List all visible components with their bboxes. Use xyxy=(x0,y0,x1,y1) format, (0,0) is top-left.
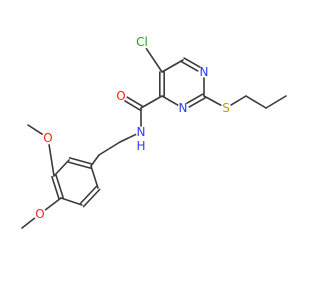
bond-n3-c4 xyxy=(161,95,179,106)
bond-p2-p3 xyxy=(265,95,287,109)
bond-cc-o-2 xyxy=(126,96,143,107)
bond-o2-m2 xyxy=(21,217,36,229)
bond-b3-b4-2 xyxy=(51,175,60,200)
bond-ch2-b1 xyxy=(90,154,100,167)
sulfur-atom-label: S xyxy=(222,101,230,115)
bond-cc-o-1 xyxy=(124,100,141,111)
bond-b2-b3 xyxy=(53,159,70,177)
bond-group xyxy=(21,47,287,229)
amide-hydrogen-label: H xyxy=(136,139,145,153)
methoxy-oxygen-2-label: O xyxy=(35,207,44,221)
bond-b4-b5 xyxy=(60,197,83,206)
bond-b4-o2 xyxy=(44,197,62,211)
bond-c4-cc xyxy=(140,95,163,109)
pyrimidine-n1-label: N xyxy=(200,65,209,79)
bond-o1-m1 xyxy=(27,124,43,135)
bond-b5-b6-2 xyxy=(82,188,101,208)
bond-b1-b2-2 xyxy=(68,157,93,165)
bond-c6-n1-2 xyxy=(181,61,199,72)
bond-p1-p2 xyxy=(245,95,267,109)
bond-s-p1 xyxy=(230,95,247,106)
bond-c5-cl xyxy=(145,47,163,73)
bond-nh-ch1 xyxy=(119,133,137,143)
bond-c5-c6 xyxy=(161,59,184,73)
chlorine-atom-label: Cl xyxy=(136,35,148,49)
atom-label-group: Cl N N S O N H O O xyxy=(35,35,230,221)
bond-ch1-ch2 xyxy=(98,141,121,156)
carbonyl-oxygen-label: O xyxy=(116,89,125,103)
bond-b5-b6-1 xyxy=(79,185,98,205)
bond-b1-b2-1 xyxy=(67,161,92,169)
bond-c2-n3-1 xyxy=(188,97,206,108)
molecule-structure: Cl N N S O N H O O xyxy=(21,35,287,229)
bond-c6-n1-1 xyxy=(183,57,201,68)
bond-c2-s xyxy=(203,95,222,106)
amide-nitrogen-label: N xyxy=(137,125,146,139)
pyrimidine-n3-label: N xyxy=(179,101,188,115)
bond-b3-o1 xyxy=(48,144,55,177)
bond-c2-n3-2 xyxy=(186,93,204,104)
bond-b6-b1 xyxy=(90,165,99,189)
methoxy-oxygen-1-label: O xyxy=(43,131,52,145)
bond-b3-b4-1 xyxy=(55,174,64,199)
